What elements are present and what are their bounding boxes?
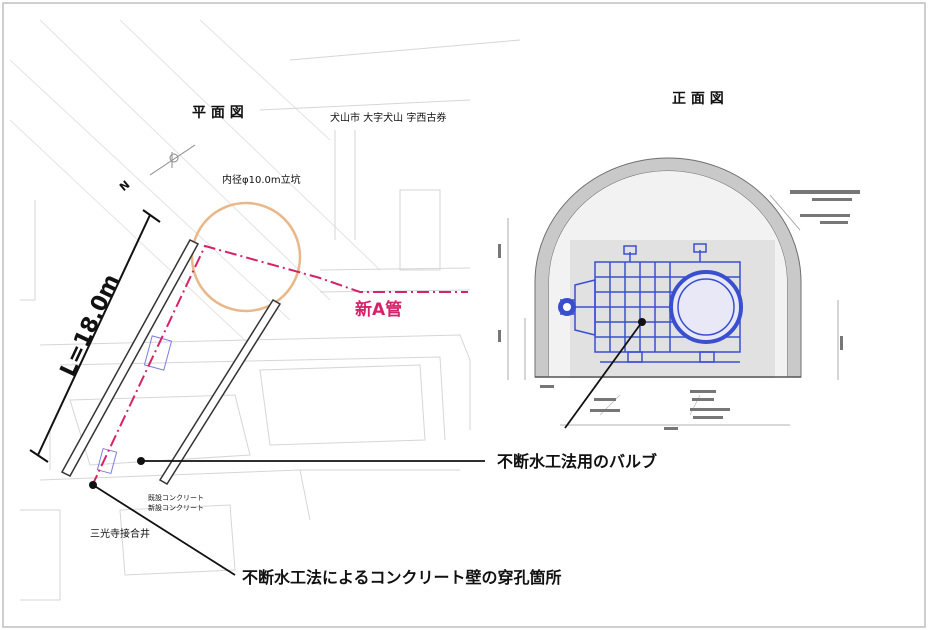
north-arrow-icon — [149, 144, 196, 176]
north-mark: N — [117, 178, 132, 194]
plan-view-title: 平 面 図 — [192, 105, 244, 121]
tunnel-walls — [60, 239, 282, 486]
hole-callout-leader — [89, 481, 236, 576]
concrete-label-existing: 既設コンクリート — [148, 493, 204, 502]
front-dimension-lines — [507, 194, 839, 426]
valve-drawing — [558, 243, 743, 363]
shaft-circle — [190, 201, 302, 313]
valve-callout-leaders — [137, 318, 646, 465]
concrete-label-new: 新設コンクリート — [148, 503, 204, 512]
front-view-title: 正 面 図 — [672, 91, 724, 107]
pipe-label: 新A管 — [355, 299, 402, 320]
location-label: 犬山市 大字犬山 字西古券 — [330, 111, 446, 124]
junction-label: 三光寺接合井 — [90, 527, 150, 540]
length-dimension — [29, 209, 161, 463]
valve-callout: 不断水工法用のバルブ — [497, 452, 657, 471]
pipe-route-line — [91, 244, 468, 487]
hole-callout: 不断水工法によるコンクリート壁の穿孔箇所 — [242, 568, 562, 587]
shaft-label: 内径φ10.0m立坑 — [222, 173, 301, 186]
